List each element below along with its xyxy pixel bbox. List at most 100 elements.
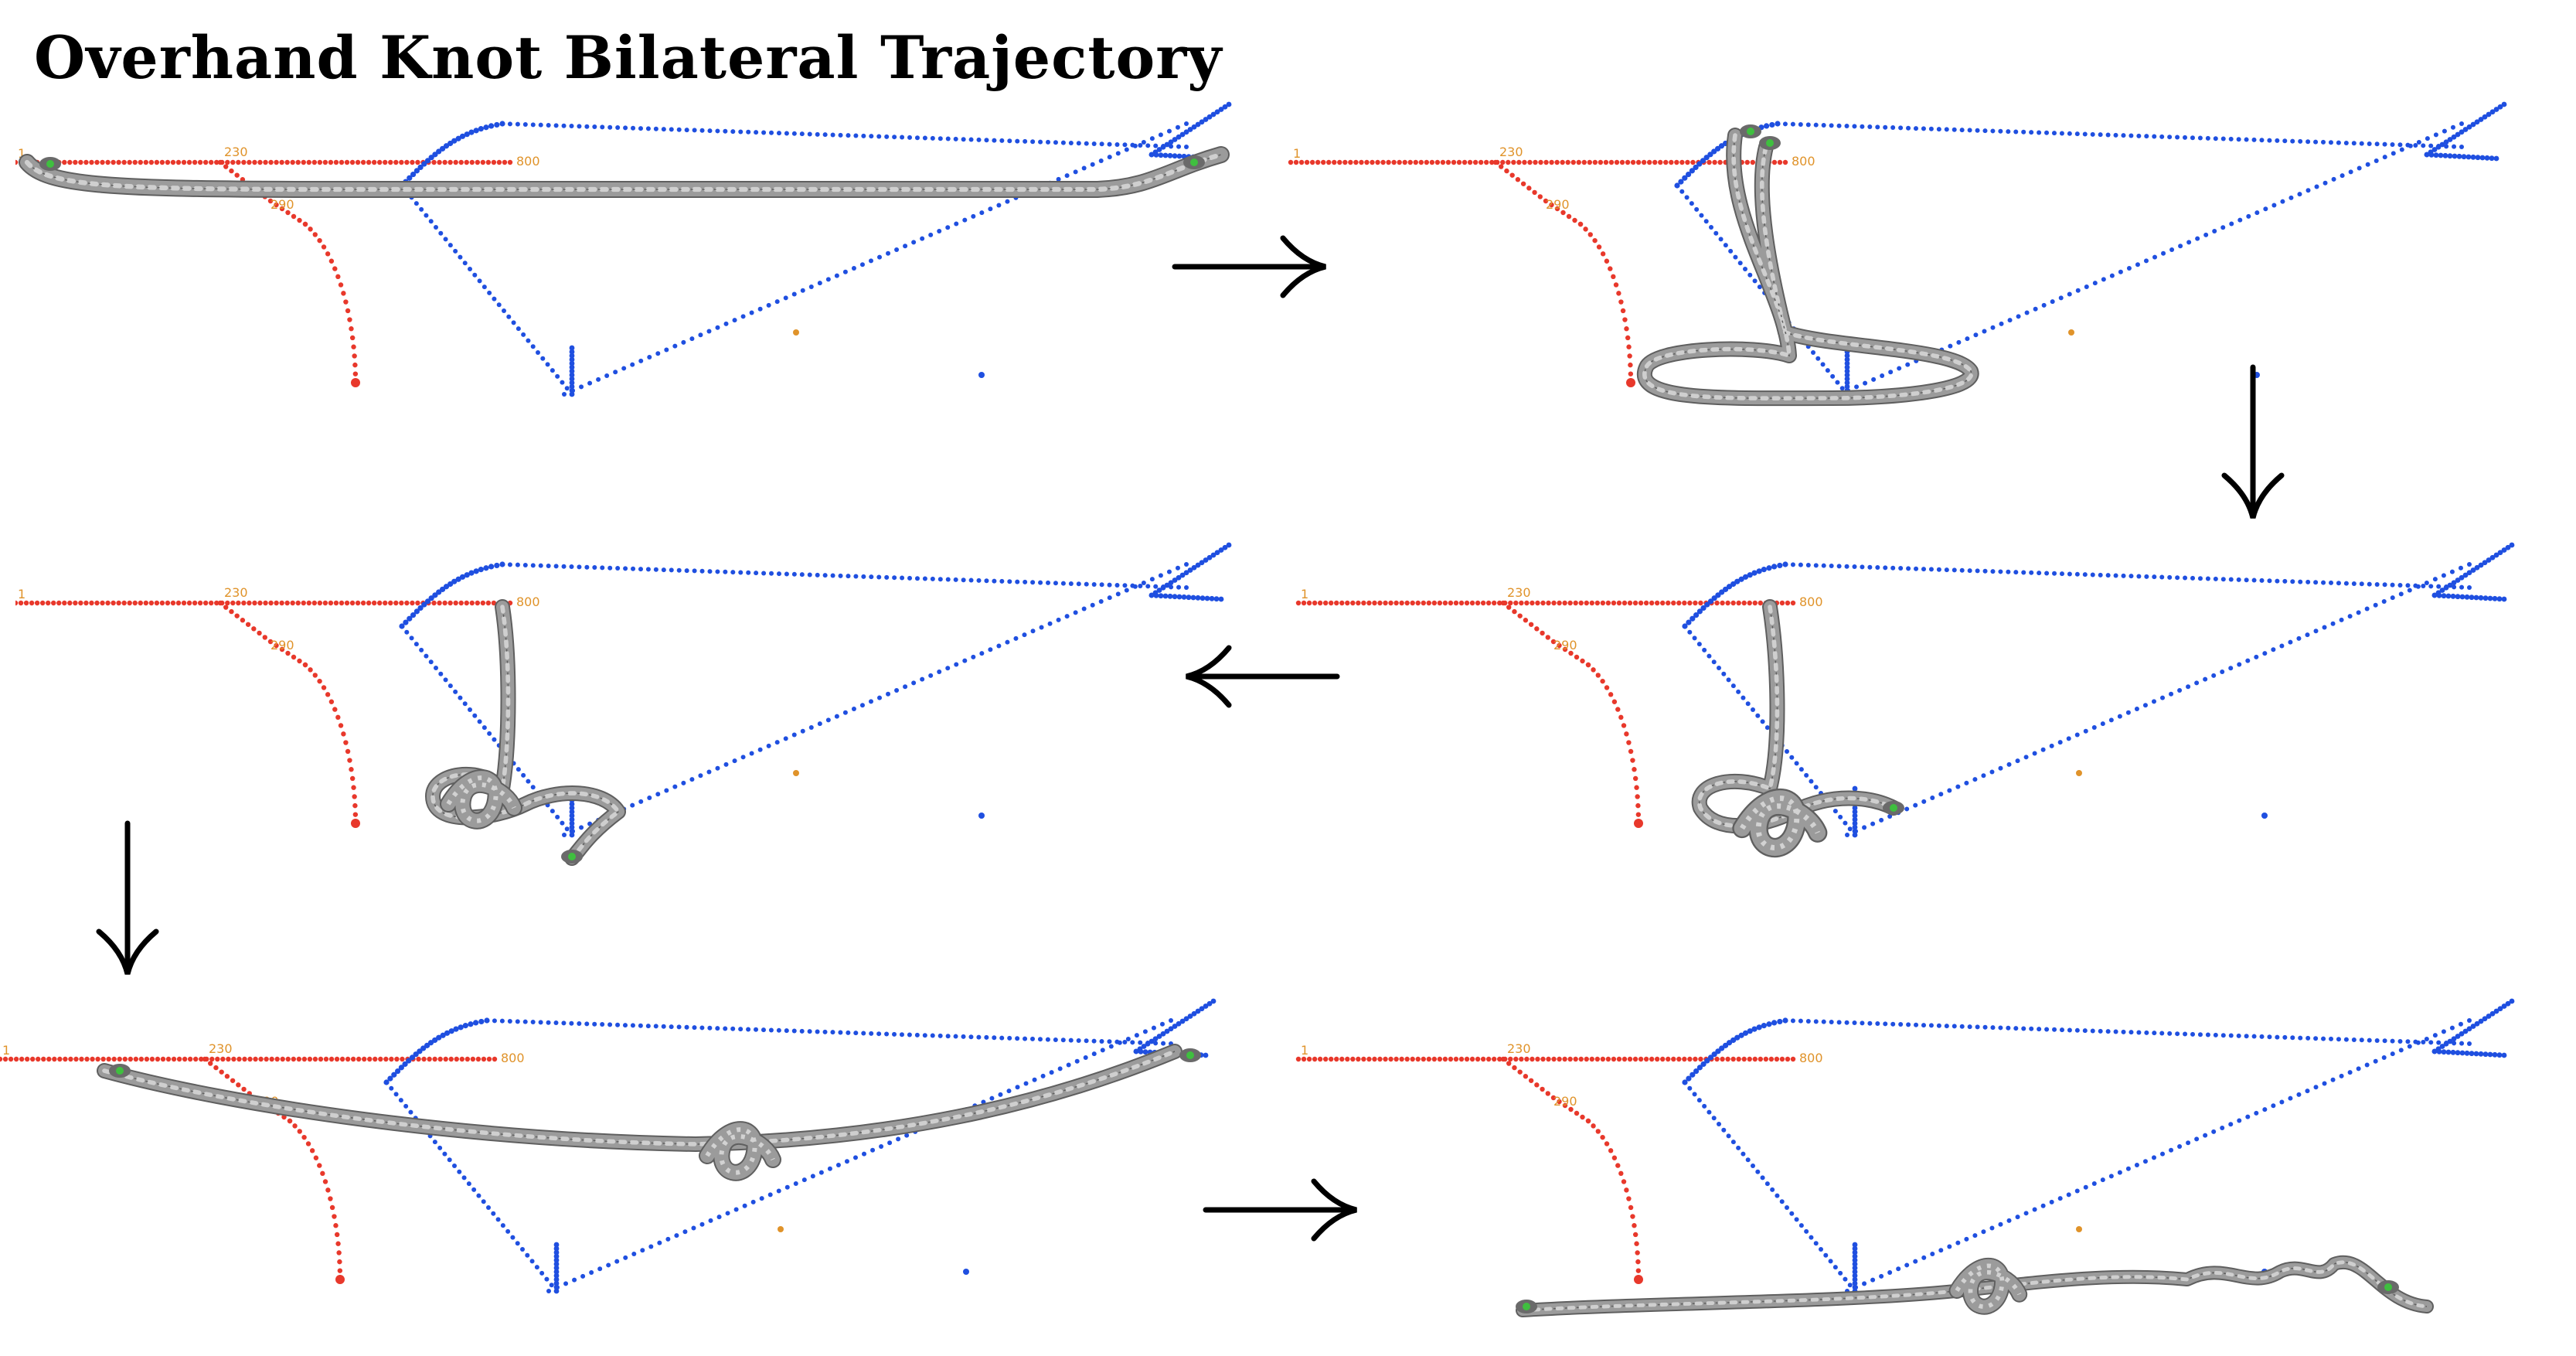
label-mid: 230: [1507, 1041, 1531, 1056]
right-trajectory-tip: [2424, 101, 2507, 158]
knot: [699, 1121, 781, 1181]
label-turn: 290: [1546, 197, 1570, 212]
grasp-left: [39, 157, 61, 171]
grasp-right: [1183, 155, 1205, 169]
knot: [1948, 1258, 2028, 1315]
rope: [1636, 128, 1979, 407]
label-start: 1: [1301, 1043, 1308, 1058]
panel-canvas: 1 230 290 800: [15, 101, 1232, 397]
label-start: 1: [18, 146, 26, 161]
arrow-right-icon: [1203, 1178, 1357, 1242]
label-start: 1: [2, 1043, 10, 1058]
right-trajectory-tail: [1148, 592, 1224, 602]
label-turn: 290: [1553, 1094, 1577, 1109]
panel-step-6: 1 230 290 800: [1283, 982, 2566, 1345]
label-turn: 290: [271, 197, 294, 212]
rope-crossing: [1732, 788, 1828, 858]
rope: [1691, 599, 1901, 834]
label-end: 800: [1799, 1051, 1823, 1065]
trajectory-midpoint: [2076, 770, 2082, 776]
right-trajectory-arc: [399, 121, 505, 189]
grasp-left: [1516, 1300, 1537, 1313]
left-trajectory-horizontal: [1295, 1056, 1796, 1062]
right-trajectory-diagonal: [384, 1080, 559, 1293]
label-start: 1: [1293, 146, 1301, 161]
left-trajectory-end: [351, 378, 360, 387]
right-trajectory-return: [1845, 562, 2472, 837]
grasp-left: [1740, 124, 1761, 138]
label-start: 1: [1301, 587, 1308, 601]
right-trajectory-top: [1783, 562, 2472, 590]
panel-canvas: 1 230 290 800: [1295, 542, 2515, 858]
label-mid: 230: [224, 145, 248, 159]
arrow-right-icon: [1172, 235, 1326, 298]
left-trajectory-curve: [1492, 159, 1634, 386]
right-trajectory-tip: [1133, 998, 1217, 1054]
label-turn: 290: [1553, 638, 1577, 652]
left-trajectory-horizontal: [15, 159, 513, 165]
right-trajectory-tail: [2431, 1048, 2507, 1058]
right-trajectory-return: [1845, 1018, 2472, 1293]
left-trajectory-curve: [1500, 1056, 1642, 1283]
panel-step-1: 1 230 290 800: [15, 77, 1268, 441]
trajectory-midpoint: [2068, 329, 2074, 336]
trajectory-midpoint: [778, 1226, 784, 1232]
label-end: 800: [516, 595, 540, 609]
trajectory-midpoint: [2076, 1226, 2082, 1232]
right-trajectory-marker: [2261, 813, 2268, 819]
panel-canvas: 1 230 290 800: [1295, 998, 2515, 1317]
label-end: 800: [516, 154, 540, 169]
right-trajectory-return: [546, 1018, 1173, 1293]
left-trajectory-horizontal: [1295, 600, 1796, 606]
figure-title: Overhand Knot Bilateral Trajectory: [34, 23, 1223, 92]
left-trajectory-end: [1634, 819, 1643, 828]
grasp-right: [1179, 1048, 1201, 1062]
arrow-left-icon: [1186, 645, 1340, 708]
arrow-down-icon: [96, 820, 159, 975]
right-trajectory-marker: [978, 813, 985, 819]
right-trajectory-arc: [1682, 1017, 1788, 1085]
left-trajectory-end: [335, 1275, 345, 1284]
trajectory-midpoint: [793, 770, 799, 776]
left-trajectory-curve: [1500, 600, 1642, 826]
grasp-right: [561, 850, 583, 864]
rope: [425, 599, 626, 866]
right-trajectory-return: [562, 562, 1189, 837]
label-turn: 290: [271, 638, 294, 652]
label-end: 800: [501, 1051, 525, 1065]
right-trajectory-marker: [978, 372, 985, 378]
panel-step-4: 1 230 290 800: [1283, 526, 2566, 889]
left-trajectory-horizontal: [1288, 159, 1788, 165]
rope: [19, 146, 1230, 198]
right-trajectory-tip: [1148, 542, 1232, 598]
right-trajectory-top: [1775, 121, 2464, 149]
right-trajectory-arc: [383, 1017, 490, 1085]
arrow-down-icon: [2221, 364, 2285, 519]
right-trajectory-top: [485, 1018, 1173, 1046]
label-end: 800: [1799, 595, 1823, 609]
left-trajectory-end: [1626, 378, 1635, 387]
label-end: 800: [1792, 154, 1815, 169]
label-mid: 230: [209, 1041, 233, 1056]
right-trajectory-riser: [553, 1242, 560, 1294]
right-trajectory-diagonal: [400, 183, 574, 397]
right-trajectory-top: [500, 121, 1189, 149]
right-trajectory-tip: [2431, 542, 2515, 598]
label-mid: 230: [1507, 585, 1531, 600]
rope-crossing: [440, 769, 522, 830]
left-trajectory-horizontal: [15, 600, 513, 606]
left-trajectory-horizontal: [0, 1056, 498, 1062]
right-trajectory-tip: [2431, 998, 2515, 1054]
right-trajectory-top: [500, 562, 1189, 590]
label-start: 1: [18, 587, 26, 601]
left-trajectory-curve: [217, 600, 359, 826]
right-trajectory-return: [562, 121, 1189, 397]
right-trajectory-tail: [2424, 152, 2499, 162]
grasp-right: [1759, 136, 1781, 150]
grasp-right: [1883, 801, 1904, 815]
